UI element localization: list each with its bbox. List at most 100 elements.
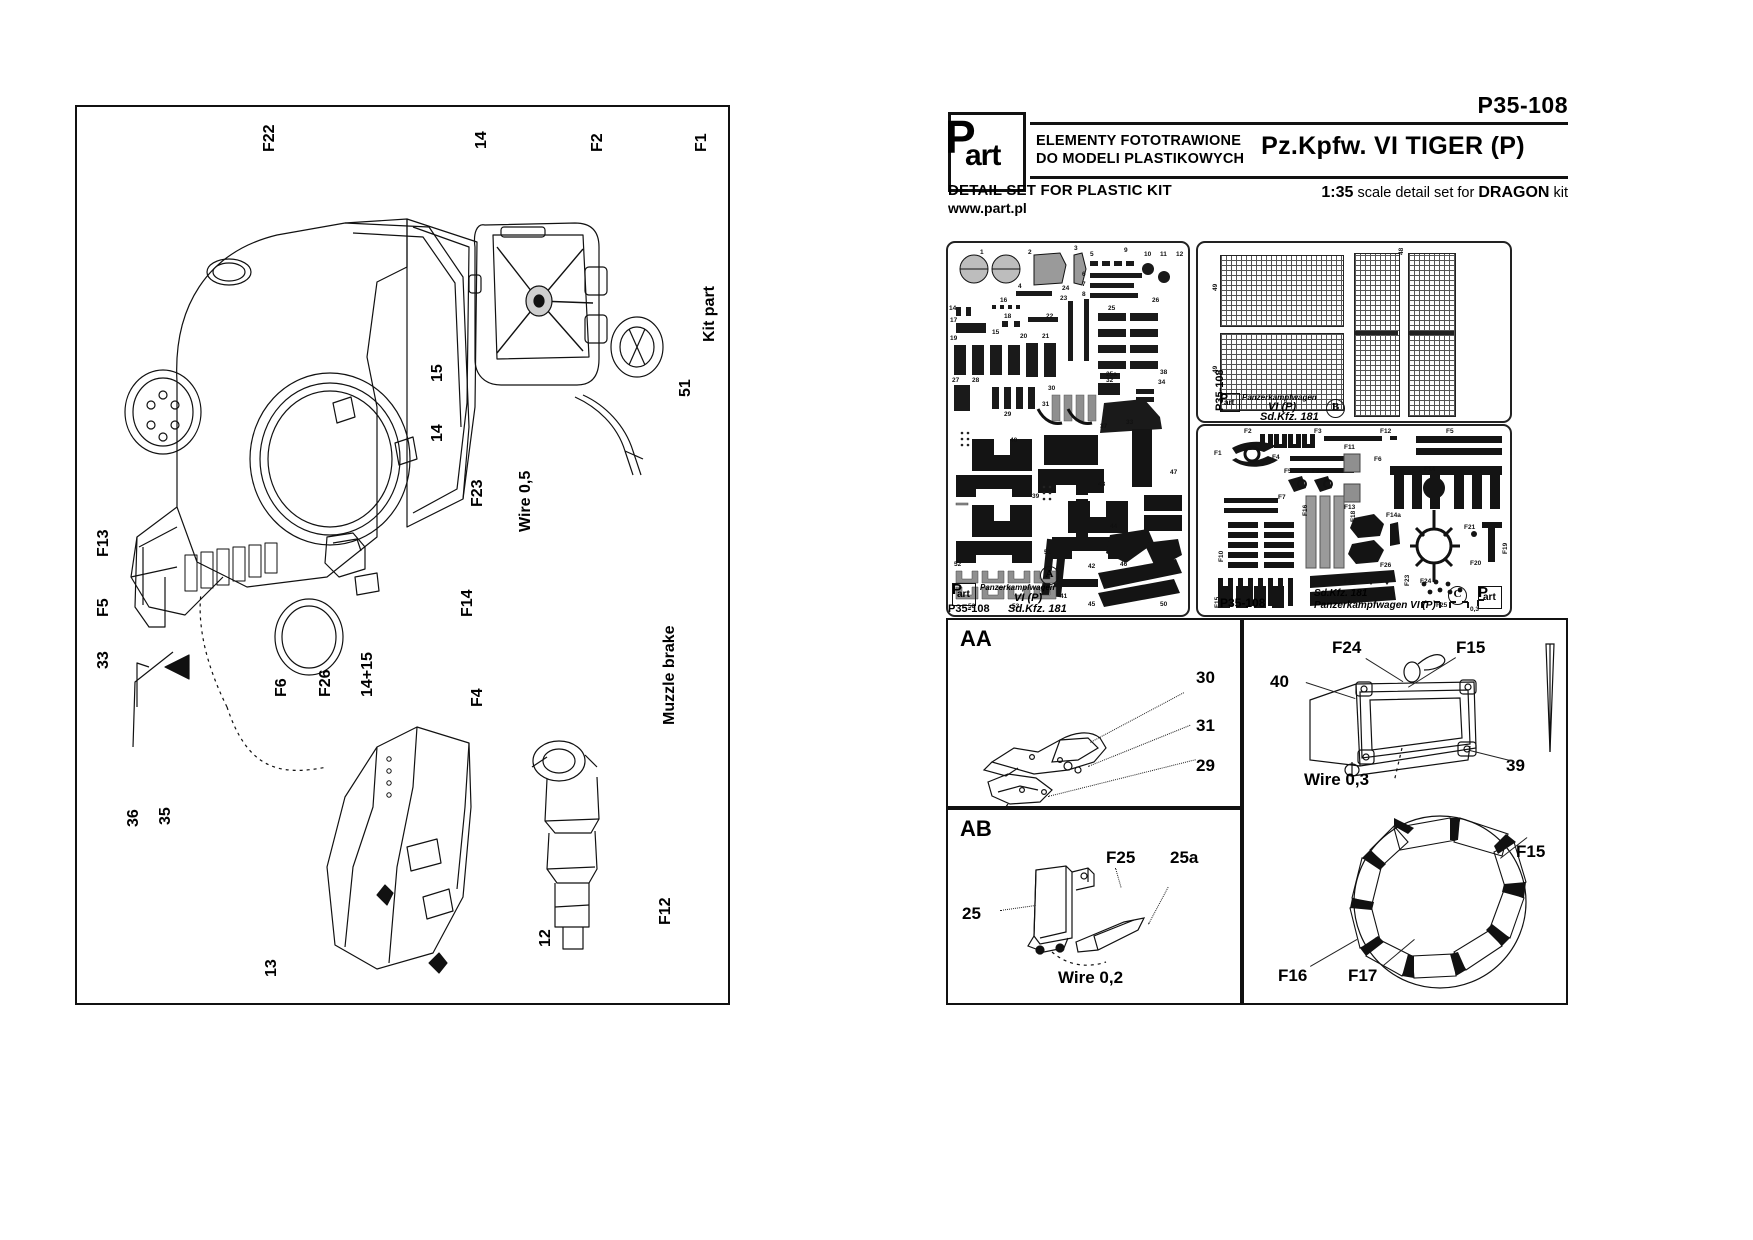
fret-c-part-f6: F6 <box>1374 456 1382 463</box>
fret-c-part-f4: F4 <box>1272 454 1280 461</box>
fret-a-part-4: 4 <box>1018 283 1022 290</box>
polish-line-1: ELEMENTY FOTOTRAWIONE <box>1036 133 1242 149</box>
fret-a-part-18: 18 <box>1004 313 1012 320</box>
callout-kit-part: Kit part <box>701 286 718 342</box>
fret-c-part-f12: F12 <box>1380 428 1392 435</box>
fret-c-part-f19: F19 <box>1502 542 1509 554</box>
fret-c-part-f7: F7 <box>1278 494 1286 501</box>
callout-f4: F4 <box>469 688 486 707</box>
mini-logo-art: art <box>1224 398 1235 407</box>
fret-a-part-9: 9 <box>1124 247 1128 254</box>
fret-b-part-49: 49 <box>1212 283 1219 291</box>
fret-c-part-f2: F2 <box>1244 428 1252 435</box>
fret-b-name-3: Sd.Kfz. 181 <box>1260 411 1319 423</box>
fret-b-bridge-2 <box>1408 331 1454 335</box>
panel-aa: AA 30 31 29 <box>946 618 1242 810</box>
fret-a-part-33: 33 <box>1126 419 1134 426</box>
callout-14-15: 14+15 <box>359 652 376 697</box>
panel-right-callout-39: 39 <box>1506 756 1525 775</box>
panel-right-wire-note: Wire 0,3 <box>1304 770 1370 789</box>
callout-14-top: 14 <box>473 131 490 149</box>
fret-a-part-1: 1 <box>980 249 984 256</box>
fret-b-part-48: 48 <box>1398 247 1405 255</box>
product-code: P35-108 <box>1477 92 1568 118</box>
header-rule-mid <box>1030 176 1568 179</box>
callout-f13: F13 <box>95 529 112 557</box>
fret-a-part-12: 12 <box>1176 251 1184 258</box>
callout-12: 12 <box>537 929 554 947</box>
fret-c-part-f9: F9 <box>1312 468 1320 475</box>
panel-right: F24 F15 40 39 Wire 0,3 F15 F16 F17 <box>1242 618 1568 1005</box>
panel-aa-callout-31: 31 <box>1196 716 1215 735</box>
fret-a-part-52: 52 <box>954 561 962 568</box>
scale-mid: scale detail set for <box>1353 185 1479 201</box>
callout-f1: F1 <box>693 133 710 152</box>
callout-f14: F14 <box>459 589 476 617</box>
fret-a-part-30: 30 <box>1048 385 1056 392</box>
callout-f22: F22 <box>261 124 278 152</box>
fret-a-part-26: 26 <box>1152 297 1160 304</box>
fret-c-part-f14: F14 <box>1424 466 1436 473</box>
main-assembly-drawing: F22 14 F2 F1 Kit part 51 15 14 F23 Wire … <box>75 105 730 1005</box>
fret-a-part-19: 19 <box>950 335 958 342</box>
fret-b-letter-badge: B <box>1326 399 1345 418</box>
fret-c-part-f16: F16 <box>1302 504 1309 516</box>
fret-a-part-31: 31 <box>1042 401 1050 408</box>
fret-a-part-2: 2 <box>1028 249 1032 256</box>
fret-a-part-25: 25 <box>1108 305 1116 312</box>
callout-15: 15 <box>429 364 446 382</box>
website-url: www.part.pl <box>948 200 1027 216</box>
fret-b-mesh-4 <box>1408 253 1456 417</box>
panel-ab-tag: AB <box>960 816 992 841</box>
fret-a-part-21: 21 <box>1042 333 1050 340</box>
panel-aa-callout-29: 29 <box>1196 756 1215 775</box>
panel-ab-artwork <box>1027 865 1146 966</box>
fret-c-part-f21: F21 <box>1464 524 1476 531</box>
panel-right-callout-f15-top: F15 <box>1456 638 1486 657</box>
mini-logo-art: art <box>957 589 970 600</box>
fret-c-part-f11: F11 <box>1344 444 1355 451</box>
panel-aa-callout-30: 30 <box>1196 668 1215 687</box>
callout-35: 35 <box>157 807 174 825</box>
fret-a-part-23: 23 <box>1060 295 1068 302</box>
scale-end: kit <box>1549 185 1568 201</box>
mini-logo-p: P <box>952 581 963 598</box>
scale-value: 1:35 <box>1321 184 1354 201</box>
fret-c-part-f22: F22 <box>1344 578 1356 585</box>
logo-letter-p: P <box>945 111 976 163</box>
fret-c-part-f26: F26 <box>1380 562 1392 569</box>
fret-a-part-38: 38 <box>1160 369 1168 376</box>
callout-f26: F26 <box>317 669 334 697</box>
panel-right-callout-f16: F16 <box>1278 966 1308 985</box>
fret-a-part-11: 11 <box>1160 251 1167 258</box>
fret-a-letter-badge: A <box>1040 566 1059 585</box>
panel-right-callout-f17: F17 <box>1348 966 1378 985</box>
logo-letters-art: art <box>965 139 1001 172</box>
fret-c-part-f24: F24 <box>1420 578 1432 585</box>
fret-a-part-27: 27 <box>952 377 960 384</box>
fret-a-name-3: Sd.Kfz. 181 <box>1008 603 1067 615</box>
fret-a-code: P35-108 <box>948 603 990 615</box>
fret-b-name-1: Panzerkampfwagen <box>1242 393 1317 402</box>
fret-c-artwork <box>1218 434 1502 608</box>
fret-a-part-6: 6 <box>1082 271 1086 278</box>
fret-a-part-46: 46 <box>1120 561 1128 568</box>
fret-a-part-44: 44 <box>1110 523 1118 530</box>
callout-f6: F6 <box>273 678 290 697</box>
fret-a-part-22: 22 <box>1046 313 1054 320</box>
fret-a-part-45: 45 <box>1088 601 1096 608</box>
callout-f23: F23 <box>469 479 486 507</box>
header: P art P35-108 ELEMENTY FOTOTRAWIONE DO M… <box>945 92 1568 216</box>
fret-a-part-29: 29 <box>1004 411 1012 418</box>
fret-c-part-f14a: F14a <box>1386 512 1401 519</box>
fret-a-part-37: 37 <box>1100 423 1108 430</box>
fret-a-part-53b: 53 <box>1012 603 1020 610</box>
fret-a-part-24: 24 <box>1062 285 1070 292</box>
callout-f5: F5 <box>95 598 112 617</box>
fret-a-part-53: 53 <box>968 603 976 610</box>
fret-c-part-f25: F25 <box>1436 602 1448 609</box>
